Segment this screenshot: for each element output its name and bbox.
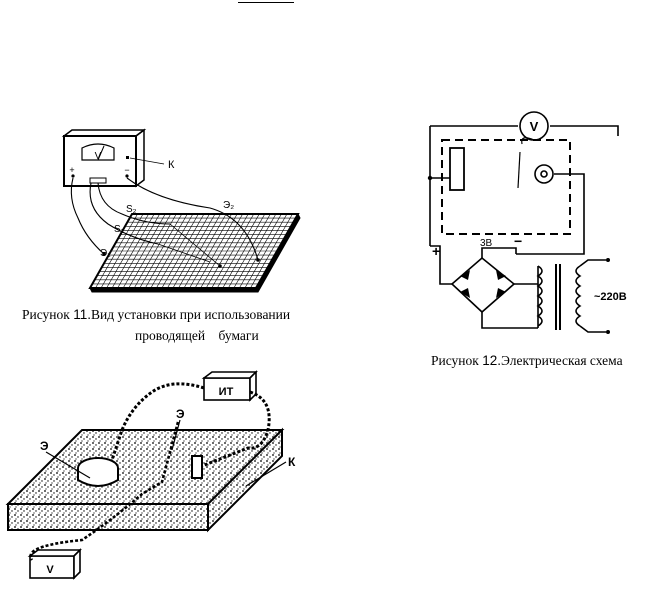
figure-12-number: 12.	[482, 353, 501, 368]
meter-box	[61, 128, 165, 188]
figure-11-caption-prefix: Рисунок	[22, 307, 74, 322]
figure-11-caption-line2: проводящей бумаги	[135, 328, 259, 343]
label-plus: +	[432, 243, 440, 259]
tank-k-label: К	[288, 455, 296, 469]
e1-label: Э₁	[100, 248, 111, 259]
paper-edge	[89, 212, 301, 293]
tank-meter-label: V	[46, 564, 54, 576]
top-rule	[238, 2, 294, 3]
wires	[70, 177, 259, 267]
s1-label: S₁	[114, 224, 125, 235]
plus-label: +	[69, 165, 74, 175]
conductive-paper-grid	[88, 212, 301, 293]
label-mains: ~220В	[594, 291, 627, 303]
electrode-label-center: Э	[176, 407, 185, 421]
circuit-meter-label: V	[530, 119, 539, 134]
minus-label: −	[124, 165, 129, 175]
e2-label: Э₂	[223, 200, 234, 211]
figure-12-circuit: V 3В + − ~220В	[422, 106, 634, 344]
electrode-label-left: Э	[40, 439, 49, 453]
k-label: К	[168, 159, 175, 171]
label-3v: 3В	[480, 238, 493, 249]
source-label: ИТ	[219, 386, 234, 398]
meter-label: V	[95, 151, 102, 162]
figure-12-caption-prefix: Рисунок	[431, 353, 483, 368]
figure-13-tank-illustration: ИТ V Э Э К	[5, 370, 296, 580]
figure-12-caption-text: Электрическая схема	[501, 353, 623, 368]
label-minus: −	[514, 233, 522, 249]
s2-label: S₂	[126, 204, 137, 215]
figure-11-caption: Рисунок 11.Вид установки при использован…	[22, 306, 290, 323]
figure-11-caption-line1: Вид установки при использовании	[90, 307, 291, 322]
figure-11-number: 11.	[73, 307, 91, 322]
figure-12-caption: Рисунок 12.Электрическая схема	[431, 352, 623, 369]
figure-11-illustration: V К + − S₁ S₂ Э₁ Э₂	[61, 128, 301, 293]
